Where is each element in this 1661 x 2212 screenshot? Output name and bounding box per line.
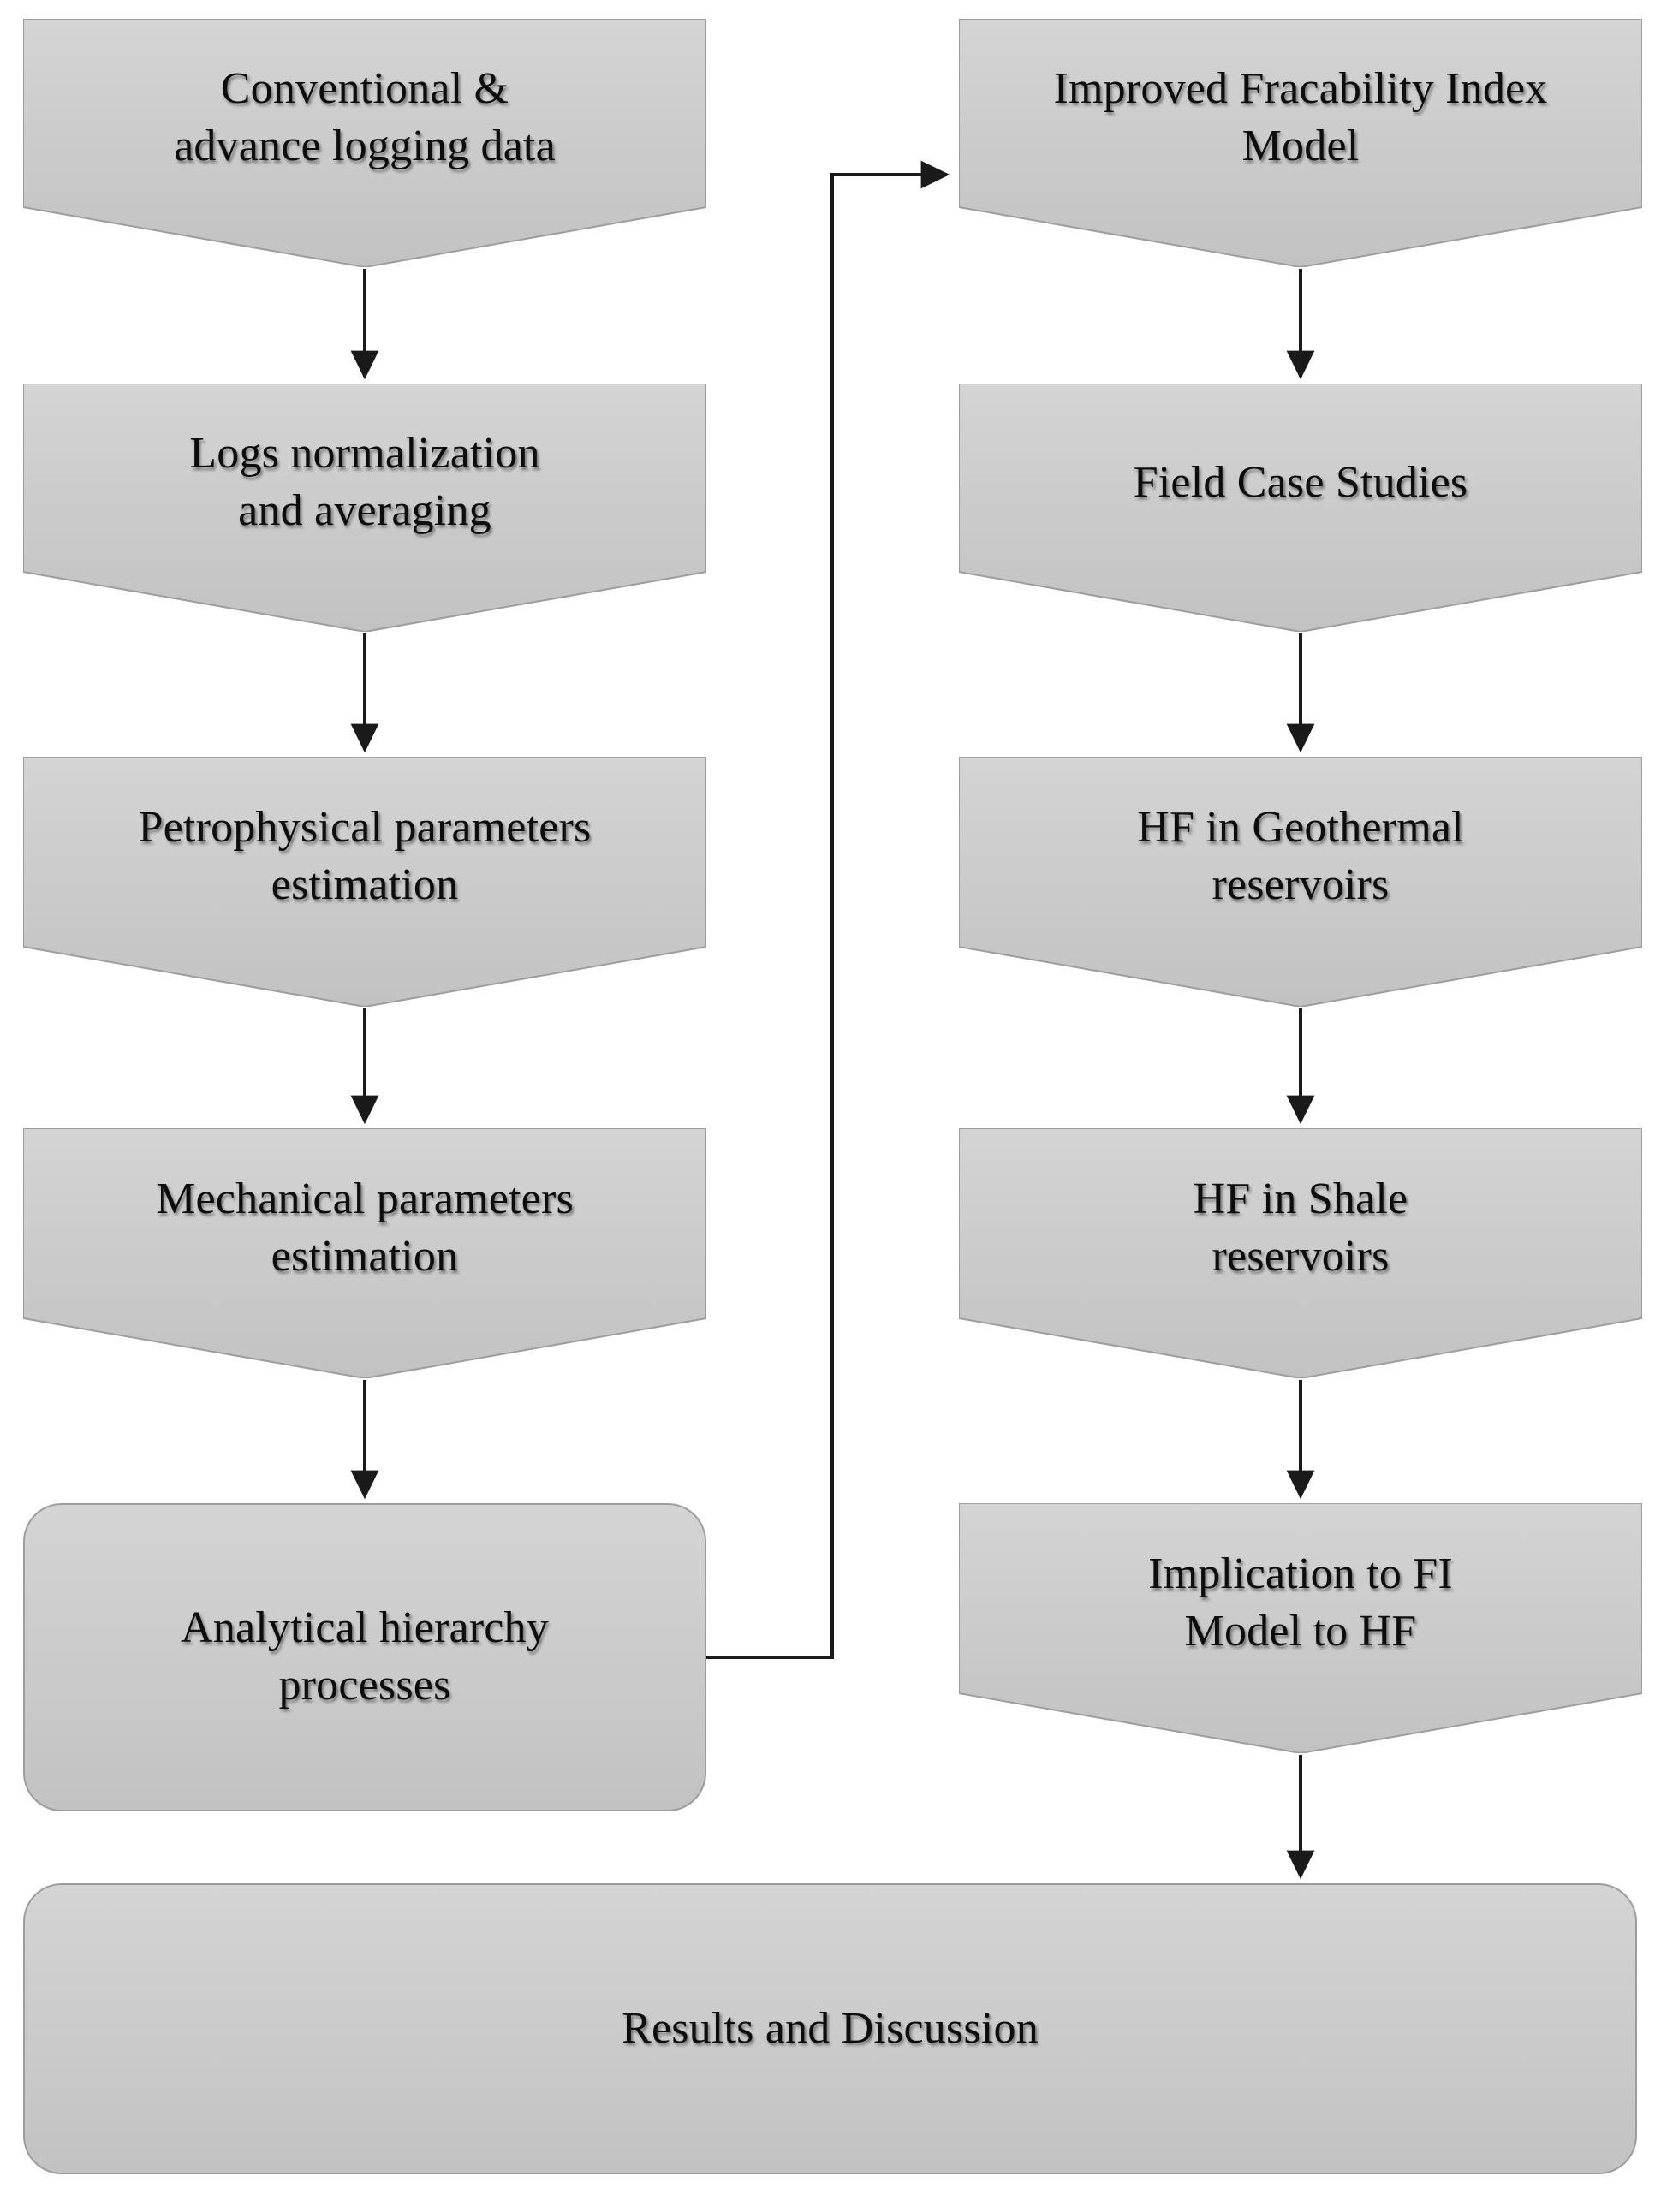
node-label: Analytical hierarchy processes (181, 1603, 549, 1710)
node-hf-in-geothermal-reservoirs[interactable]: HF in Geothermal reservoirs (959, 757, 1642, 1007)
node-mechanical-parameters-estimation[interactable]: Mechanical parameters estimation (23, 1128, 706, 1378)
node-label: Results and Discussion (622, 2003, 1039, 2053)
node-label: HF in Geothermal reservoirs (1137, 803, 1464, 909)
node-conventional-advance-logging-data[interactable]: Conventional & advance logging data (23, 19, 706, 267)
chevron-down-shape (959, 19, 1642, 267)
chevron-down-shape (959, 384, 1642, 632)
node-field-case-studies[interactable]: Field Case Studies (959, 384, 1642, 632)
node-label: HF in Shale reservoirs (1193, 1174, 1408, 1281)
chevron-down-shape (959, 757, 1642, 1007)
connector-elbow-c5 (706, 160, 950, 1659)
node-results-and-discussion[interactable]: Results and Discussion (23, 1883, 1637, 2174)
chevron-down-shape (959, 1128, 1642, 1378)
node-hf-in-shale-reservoirs[interactable]: HF in Shale reservoirs (959, 1128, 1642, 1378)
node-label: Implication to FI Model to HF (1148, 1549, 1453, 1656)
chevron-down-shape (23, 1128, 706, 1378)
node-improved-fracability-index-model[interactable]: Improved Fracability Index Model (959, 19, 1642, 267)
node-label: Improved Fracability Index Model (1053, 64, 1548, 170)
node-label: Petrophysical parameters estimation (138, 803, 592, 909)
node-implication-to-fi-model-to-hf[interactable]: Implication to FI Model to HF (959, 1503, 1642, 1753)
node-logs-normalization-and-averaging[interactable]: Logs normalization and averaging (23, 384, 706, 632)
node-petrophysical-parameters-estimation[interactable]: Petrophysical parameters estimation (23, 757, 706, 1007)
rounded-rect-shape (23, 1883, 1637, 2174)
node-label: Logs normalization and averaging (189, 429, 540, 535)
chevron-down-shape (23, 384, 706, 632)
node-label: Field Case Studies (1133, 457, 1468, 507)
node-label: Conventional & advance logging data (174, 64, 556, 170)
chevron-down-shape (23, 757, 706, 1007)
node-analytical-hierarchy-processes[interactable]: Analytical hierarchy processes (23, 1503, 706, 1811)
chevron-down-shape (23, 19, 706, 267)
node-label: Mechanical parameters estimation (156, 1174, 574, 1281)
chevron-down-shape (959, 1503, 1642, 1753)
rounded-rect-shape (23, 1503, 706, 1811)
